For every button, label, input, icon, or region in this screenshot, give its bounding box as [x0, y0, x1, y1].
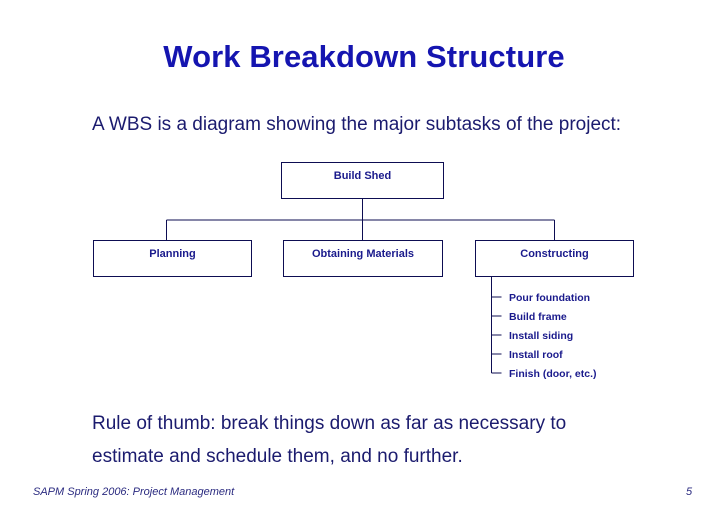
wbs-leaf-list: Pour foundation Build frame Install sidi…	[509, 289, 699, 384]
wbs-leaf-item[interactable]: Install roof	[509, 349, 563, 361]
wbs-leaf-item[interactable]: Pour foundation	[509, 292, 591, 304]
wbs-node-planning[interactable]: Planning	[93, 240, 252, 277]
footer-page-number: 5	[686, 486, 693, 498]
wbs-node-label: Build Shed	[333, 170, 392, 182]
wbs-node-label: Constructing	[520, 248, 589, 260]
wbs-node-label: Planning	[149, 248, 196, 260]
wbs-node-constructing[interactable]: Constructing	[475, 240, 634, 277]
rule-of-thumb-paragraph: Rule of thumb: break things down as far …	[92, 413, 567, 467]
footer-course-label: SAPM Spring 2006: Project Management	[33, 486, 235, 498]
wbs-node-build-shed[interactable]: Build Shed	[281, 162, 444, 199]
intro-paragraph: A WBS is a diagram showing the major sub…	[92, 114, 622, 135]
page-title: Work Breakdown Structure	[163, 39, 565, 74]
wbs-node-obtaining-materials[interactable]: Obtaining Materials	[283, 240, 443, 277]
wbs-leaf-item[interactable]: Finish (door, etc.)	[509, 368, 597, 380]
wbs-leaf-item[interactable]: Install siding	[509, 330, 574, 342]
wbs-node-label: Obtaining Materials	[311, 248, 415, 260]
wbs-leaf-item[interactable]: Build frame	[509, 311, 567, 323]
